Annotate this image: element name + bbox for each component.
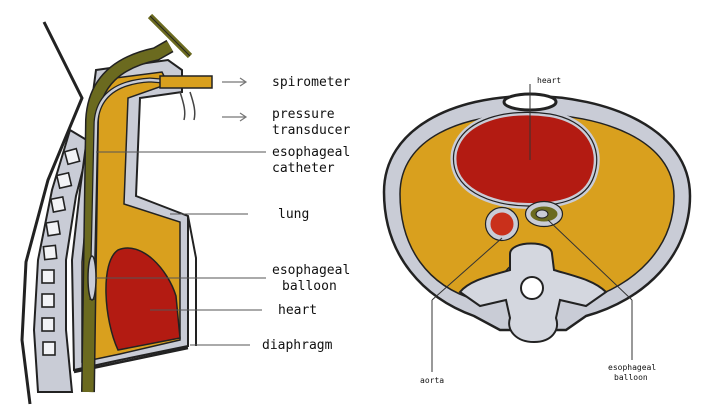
label-esophageal-balloon-2: balloon [282, 279, 337, 294]
label-diaphragm: diaphragm [262, 338, 333, 353]
esophageal-balloon [88, 256, 96, 300]
label-pressure: pressure [272, 107, 335, 122]
label-lung: lung [278, 207, 309, 222]
spinal-canal [521, 277, 543, 299]
label-spirometer: spirometer [272, 75, 350, 90]
label-catheter: catheter [272, 161, 335, 176]
spirometer-tube [160, 76, 212, 88]
label-esophageal-balloon-1: esophageal [272, 263, 350, 278]
vertebra [43, 245, 56, 259]
label-cs-heart: heart [537, 76, 561, 85]
label-heart: heart [278, 303, 317, 318]
label-cs-balloon-1: esophageal [608, 363, 656, 372]
vertebra [57, 173, 72, 188]
transducer-wire [190, 92, 195, 120]
aorta [488, 210, 516, 238]
vertebra [51, 197, 65, 212]
heart-region [453, 112, 596, 206]
vertebra [42, 318, 54, 331]
vertebra [43, 342, 55, 355]
arrow-spirometer [222, 78, 246, 86]
arrows [222, 78, 246, 121]
transducer-wire [180, 92, 185, 120]
arrow-pressure [222, 113, 246, 121]
vertebra [42, 294, 54, 307]
vertebra [46, 221, 60, 236]
front-wall-line [188, 216, 196, 346]
cross-section-view: heart aorta esophageal balloon [384, 76, 690, 385]
vertebra [42, 270, 54, 283]
label-cs-aorta: aorta [420, 376, 444, 385]
esophageal-balloon [536, 210, 548, 218]
sagittal-view: spirometer pressure transducer esophagea… [22, 16, 350, 404]
label-transducer: transducer [272, 123, 350, 138]
vertebra [65, 149, 80, 165]
label-cs-balloon-2: balloon [614, 373, 648, 382]
label-esophageal: esophageal [272, 145, 350, 160]
